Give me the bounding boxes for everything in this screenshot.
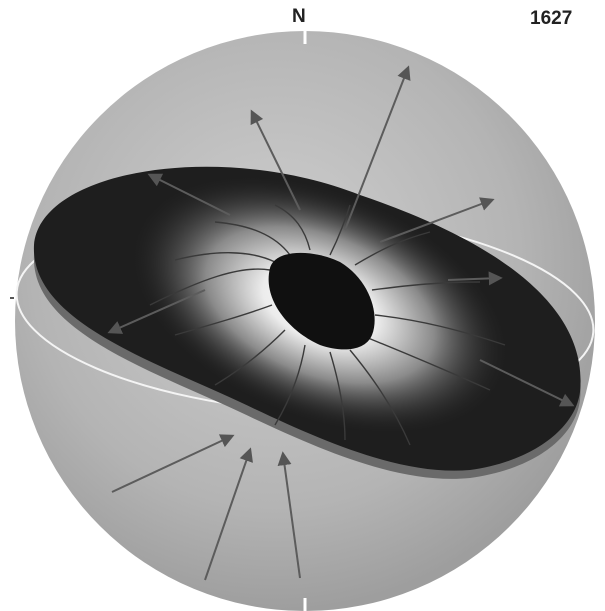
current-sheet-diagram [0,0,605,611]
